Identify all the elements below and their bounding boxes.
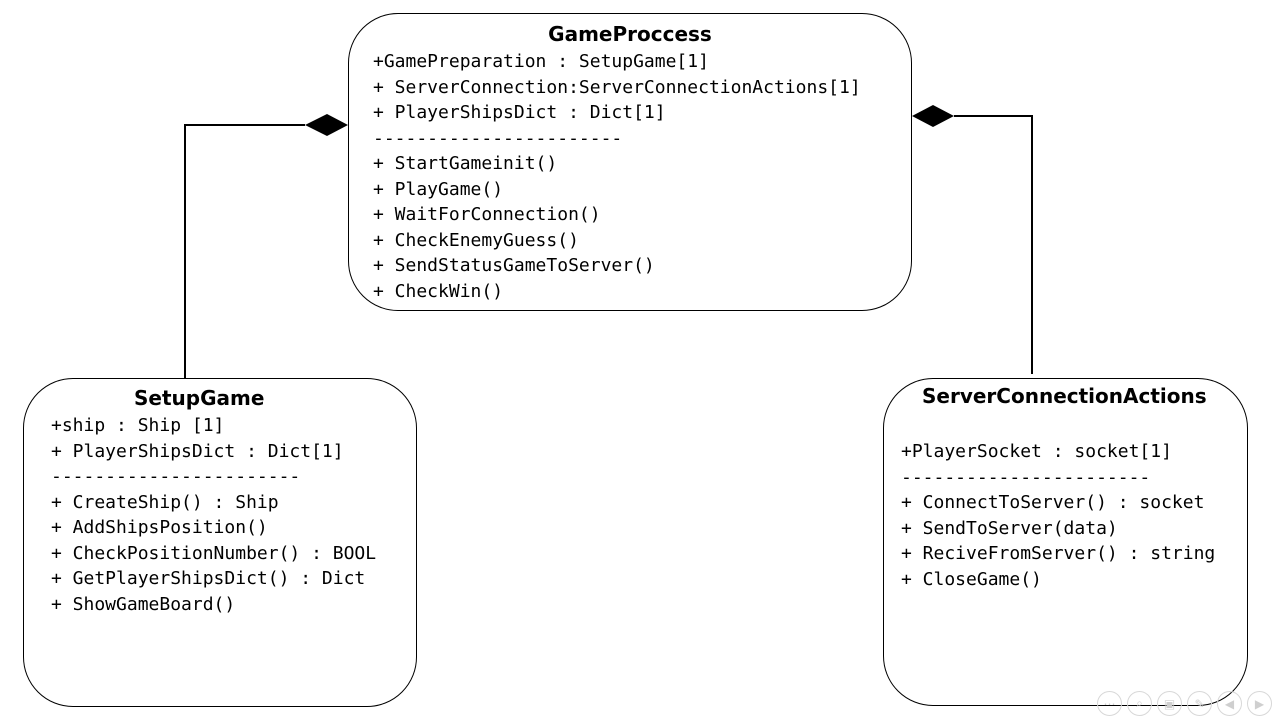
class-member: + ConnectToServer() : socket — [901, 492, 1205, 513]
class-member: + ReciveFromServer() : string — [901, 543, 1216, 564]
class-member: + CheckEnemyGuess() — [373, 229, 579, 251]
class-gameproccess: GameProccess +GamePreparation : SetupGam… — [348, 13, 912, 311]
class-member: + CreateShip() : Ship — [51, 491, 279, 513]
class-member: + ServerConnection:ServerConnectionActio… — [373, 76, 861, 98]
class-member: +GamePreparation : SetupGame[1] — [373, 51, 709, 72]
class-member: ----------------------- — [901, 466, 1151, 488]
class-title: GameProccess — [548, 22, 712, 46]
connector-serverconnection — [954, 115, 1033, 374]
composition-diamond-left — [305, 114, 348, 136]
class-member: + ShowGameBoard() — [51, 593, 236, 615]
menu-icon[interactable]: ⋯ — [1097, 691, 1122, 716]
class-serverconnectionactions: ServerConnectionActions +PlayerSocket : … — [883, 378, 1248, 706]
search-icon[interactable]: ⌕ — [1127, 691, 1152, 716]
class-member: + CloseGame() — [901, 568, 1042, 590]
class-member: + CheckPositionNumber() : BOOL — [51, 542, 377, 564]
class-member: + WaitForConnection() — [373, 204, 601, 225]
class-member: + PlayerShipsDict : Dict[1] — [51, 440, 344, 462]
class-member: +PlayerSocket : socket[1] — [901, 441, 1172, 462]
class-title: SetupGame — [134, 386, 265, 410]
class-member: + SendToServer(data) — [901, 517, 1118, 539]
previous-icon[interactable]: ◀ — [1217, 691, 1242, 716]
class-member: + GetPlayerShipsDict() : Dict — [51, 568, 366, 589]
class-member: +ship : Ship [1] — [51, 415, 225, 436]
class-member: ----------------------- — [51, 466, 301, 487]
slides-icon[interactable]: ▣ — [1157, 691, 1182, 716]
pen-icon[interactable]: ✎ — [1187, 691, 1212, 716]
class-title: ServerConnectionActions — [922, 384, 1207, 408]
class-member: + CheckWin() — [373, 280, 504, 302]
class-members: +ship : Ship [1] + PlayerShipsDict : Dict… — [51, 413, 376, 617]
class-member: ----------------------- — [373, 127, 623, 149]
class-members: +GamePreparation : SetupGame[1] + ServerC… — [373, 49, 861, 304]
class-member: + StartGameinit() — [373, 153, 558, 174]
class-member: + PlayerShipsDict : Dict[1] — [373, 102, 666, 123]
class-member: + PlayGame() — [373, 178, 504, 200]
slideshow-nav: ⋯ ⌕ ▣ ✎ ◀ ▶ — [1097, 691, 1272, 716]
composition-diamond-right — [912, 105, 954, 127]
next-icon[interactable]: ▶ — [1247, 691, 1272, 716]
class-members: +PlayerSocket : socket[1] ---------------… — [901, 439, 1215, 592]
connector-setupgame — [184, 124, 305, 378]
class-setupgame: SetupGame +ship : Ship [1] + PlayerShipsD… — [23, 378, 417, 707]
class-member: + SendStatusGameToServer() — [373, 255, 655, 276]
class-member: + AddShipsPosition() — [51, 517, 268, 538]
